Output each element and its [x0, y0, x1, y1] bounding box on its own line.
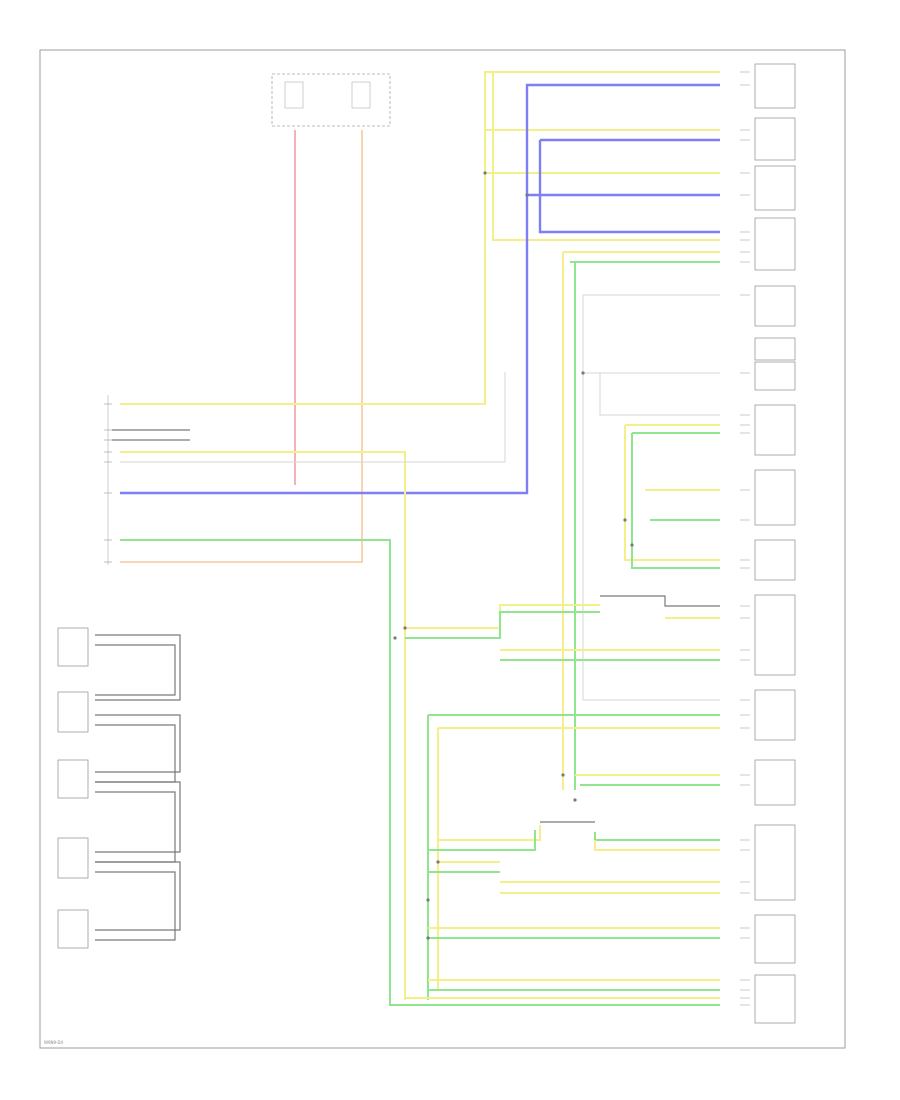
fuse-block	[271, 73, 391, 127]
module-box-1	[754, 63, 796, 109]
splice-points	[393, 171, 634, 940]
module-box-8	[754, 404, 796, 456]
right-connector-pins	[740, 71, 750, 1006]
left-module-box-2	[57, 691, 89, 733]
module-box-9	[754, 469, 796, 526]
module-box-3	[754, 165, 796, 211]
diagram-frame	[39, 49, 846, 1049]
right-modules	[754, 63, 796, 1024]
left-module-box-5	[57, 909, 89, 949]
module-box-4	[754, 217, 796, 271]
left-modules	[57, 627, 89, 949]
module-box-11	[754, 594, 796, 676]
module-box-16	[754, 974, 796, 1024]
module-box-5	[754, 285, 796, 327]
left-connector	[104, 395, 190, 565]
module-box-10	[754, 539, 796, 581]
module-box-15	[754, 914, 796, 964]
module-box-13	[754, 759, 796, 806]
diagram-code: W9N9-D4	[44, 1040, 64, 1045]
module-box-6	[754, 337, 796, 361]
module-box-12	[754, 689, 796, 741]
module-box-2	[754, 117, 796, 161]
module-box-14	[754, 824, 796, 901]
left-module-box-1	[57, 627, 89, 667]
left-module-box-3	[57, 759, 89, 799]
left-module-box-4	[57, 837, 89, 879]
module-box-7	[754, 361, 796, 391]
wires	[95, 71, 720, 1006]
